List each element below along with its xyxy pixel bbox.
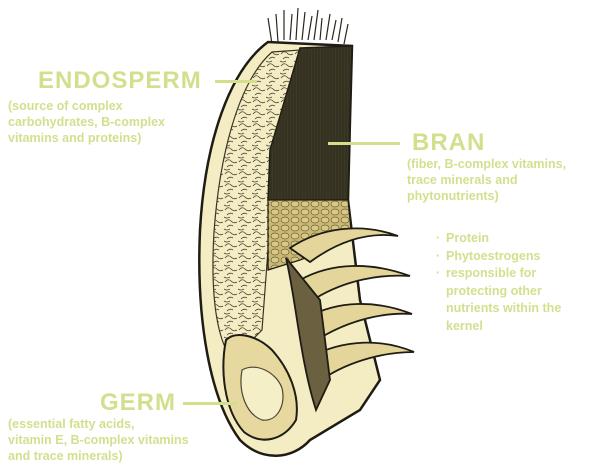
bullet-item-continuation: kernel (436, 318, 611, 336)
bullet-item: Phytoestrogens (436, 248, 611, 266)
bullet-item: responsible for (436, 265, 611, 283)
bran-desc-line: phytonutrients) (407, 188, 612, 204)
endosperm-desc-line: (source of complex (8, 98, 238, 114)
bullet-item-continuation: protecting other (436, 283, 611, 301)
germ-desc-line: (essential fatty acids, (8, 416, 268, 432)
germ-leader-line (183, 402, 238, 405)
endosperm-description: (source of complex carbohydrates, B-comp… (8, 98, 238, 146)
germ-desc-line: and trace minerals) (8, 448, 268, 464)
bullet-item: Protein (436, 230, 611, 248)
bran-desc-line: (fiber, B-complex vitamins, (407, 156, 612, 172)
bran-bullet-list: Protein Phytoestrogens responsible for p… (436, 230, 611, 335)
bran-desc-line: trace minerals and (407, 172, 612, 188)
bran-description: (fiber, B-complex vitamins, trace minera… (407, 156, 612, 204)
endosperm-leader-line (215, 80, 257, 83)
bran-leader-line (328, 142, 400, 145)
endosperm-desc-line: vitamins and proteins) (8, 130, 238, 146)
brush-hairs (268, 8, 348, 44)
endosperm-desc-line: carbohydrates, B-complex (8, 114, 238, 130)
germ-description: (essential fatty acids, vitamin E, B-com… (8, 416, 268, 464)
germ-desc-line: vitamin E, B-complex vitamins (8, 432, 268, 448)
endosperm-title: ENDOSPERM (38, 68, 202, 94)
bullet-item-continuation: nutrients within the (436, 300, 611, 318)
bran-title: BRAN (412, 130, 485, 156)
germ-title: GERM (100, 390, 176, 416)
